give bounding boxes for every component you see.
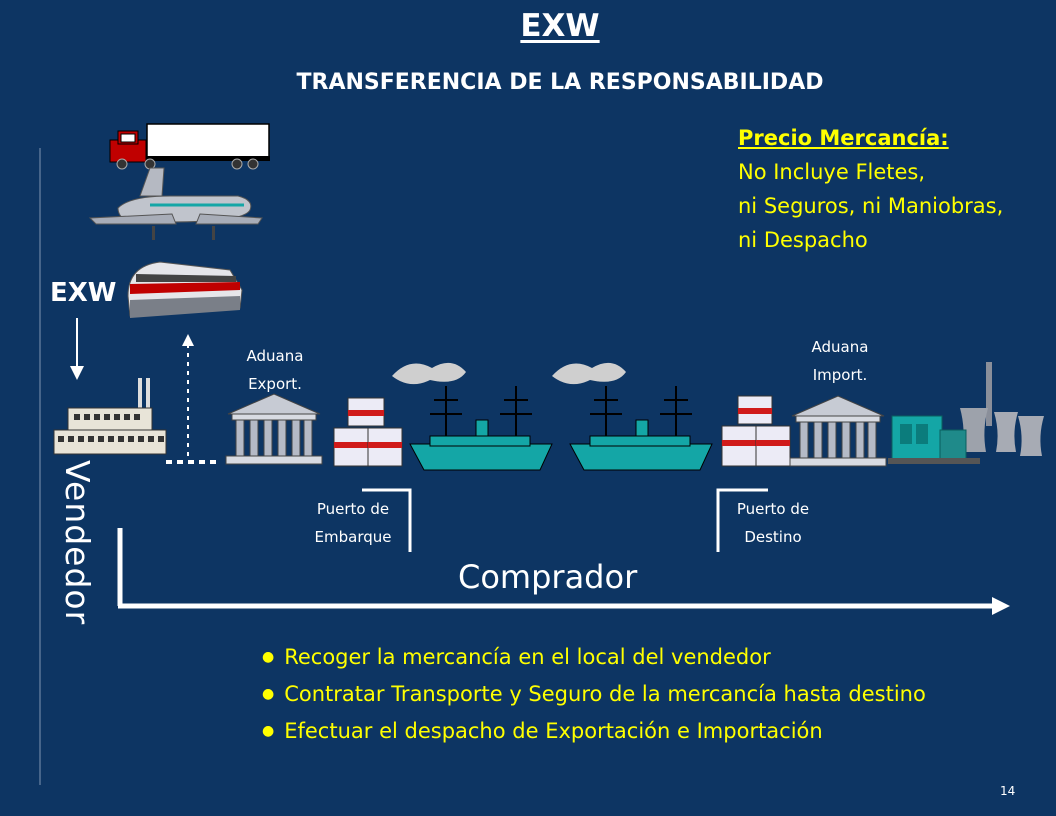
bullet-item: ● Efectuar el despacho de Exportación e I…	[262, 714, 926, 751]
puerto-embarque-bracket	[362, 488, 412, 552]
vendedor-label: Vendedor	[58, 460, 97, 626]
dotted-connector	[166, 334, 216, 464]
puerto-destino-bracket	[716, 488, 768, 552]
bullet-text: Contratar Transporte y Seguro de la merc…	[284, 682, 926, 706]
train-icon	[127, 261, 243, 318]
price-box-line: No Incluye Fletes,	[738, 160, 926, 184]
puerto-embarque-line: Embarque	[314, 528, 392, 546]
price-box-line: ni Despacho	[738, 228, 868, 252]
bullet-item: ● Contratar Transporte y Seguro de la mer…	[262, 677, 926, 714]
bullet-dot-icon: ●	[262, 686, 275, 702]
aduana-import-line: Aduana	[811, 338, 869, 356]
truck-icon	[109, 123, 270, 170]
airplane-icon	[88, 167, 263, 240]
page-title: EXW	[520, 8, 600, 44]
puerto-destino-line: Puerto de	[736, 500, 810, 518]
containers-export-icon	[333, 397, 403, 467]
bullet-text: Recoger la mercancía en el local del ven…	[284, 645, 771, 669]
puerto-embarque-line: Puerto de	[316, 500, 390, 518]
price-box-title: Precio Mercancía:	[738, 126, 949, 150]
comprador-arrow	[117, 528, 1010, 615]
page-subtitle: TRANSFERENCIA DE LA RESPONSABILIDAD	[296, 70, 824, 95]
aduana-import-label: Aduana Import.	[790, 333, 890, 389]
bullet-item: ● Recoger la mercancía en el local del ve…	[262, 640, 926, 677]
puerto-destino-label: Puerto de Destino	[718, 495, 828, 551]
bullet-dot-icon: ●	[262, 649, 275, 665]
aduana-import-line: Import.	[812, 366, 868, 384]
industrial-plant-icon	[888, 362, 1044, 464]
comprador-label: Comprador	[458, 558, 638, 596]
bullet-dot-icon: ●	[262, 723, 275, 739]
aduana-export-line: Aduana	[246, 347, 304, 365]
puerto-destino-line: Destino	[744, 528, 802, 546]
aduana-export-line: Export.	[248, 375, 302, 393]
exw-down-arrow	[70, 318, 84, 380]
bullet-list: ● Recoger la mercancía en el local del ve…	[262, 640, 926, 751]
page-number: 14	[1000, 784, 1016, 798]
aduana-export-label: Aduana Export.	[225, 342, 325, 398]
bullet-text: Efectuar el despacho de Exportación e Im…	[284, 719, 823, 743]
containers-import-icon	[721, 395, 791, 467]
exw-label: EXW	[50, 278, 117, 308]
ship-icon	[552, 362, 713, 471]
price-box-line: ni Seguros, ni Maniobras,	[738, 194, 1004, 218]
aduana-import-building-icon	[789, 395, 887, 467]
puerto-embarque-label: Puerto de Embarque	[298, 495, 408, 551]
ship-icon	[392, 362, 553, 471]
factory-icon	[53, 378, 167, 455]
aduana-export-building-icon	[225, 393, 323, 465]
